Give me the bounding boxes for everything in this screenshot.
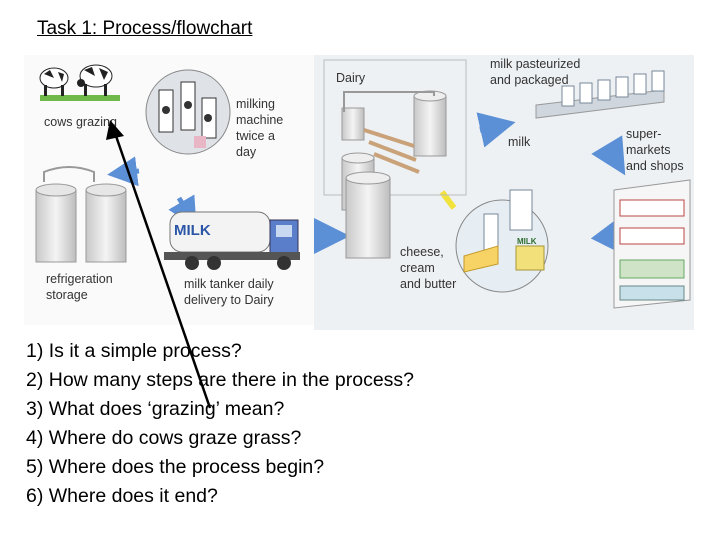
milk-label: milk [508,135,531,149]
arrow-to-refrigeration [107,156,140,187]
task-title: Task 1: Process/flowchart [37,18,253,39]
dairy-plant-icon [323,59,467,259]
tanker-text: MILK [174,222,211,239]
cows-grazing-icon [39,64,120,101]
dairy-label: Dairy [336,71,366,85]
arrow-to-shops [591,135,626,176]
question-5: 5) Where does the process begin? [26,456,325,478]
pasteurized-label: milk pasteurized and packaged [490,57,584,87]
cows-label: cows grazing [44,115,117,129]
refrigeration-label: refrigeration storage [46,272,116,302]
question-6: 6) Where does it end? [26,485,218,507]
shops-label: super- markets and shops [626,127,684,173]
dairy-products-icon [455,189,549,293]
questions-list: 1) Is it a simple process? 2) How many s… [26,337,414,511]
packaged-milk-bottles-icon [535,70,665,119]
question-3: 3) What does ‘grazing’ mean? [26,398,285,420]
products-label: cheese, cream and butter [400,245,456,291]
dairy-process-flowchart: cows grazing milking machine twice a day… [24,55,694,330]
supermarket-shelves-icon [613,179,691,309]
milking-machine-icon [145,69,231,155]
question-2: 2) How many steps are there in the proce… [26,369,415,391]
milking-label: milking machine twice a day [236,97,287,159]
refrigeration-tanks-icon [35,166,127,263]
arrow-to-milk [476,112,516,148]
question-1: 1) Is it a simple process? [26,340,242,362]
carton-text: MILK [517,237,537,246]
question-4: 4) Where do cows graze grass? [26,427,302,449]
